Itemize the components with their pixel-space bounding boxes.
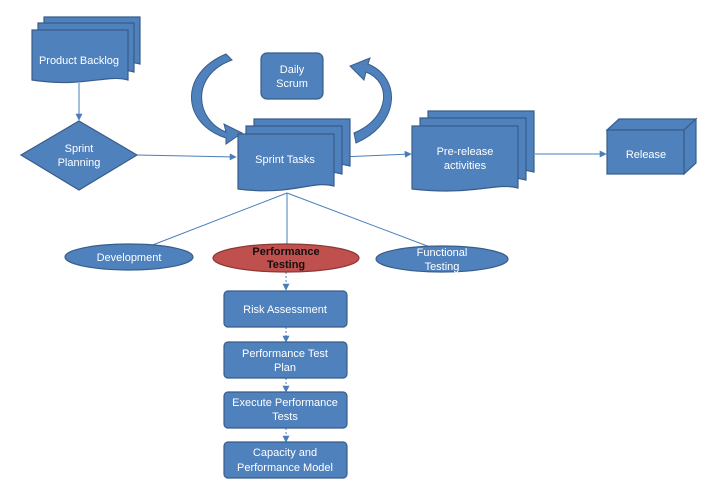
pre-release-label-line1: Pre-release — [437, 146, 494, 158]
capacity-model-label-line1: Capacity and — [253, 447, 317, 459]
risk-assessment-label: Risk Assessment — [243, 304, 327, 316]
daily-scrum-label-line1: Daily — [280, 64, 305, 76]
execute-performance-tests-label-line1: Execute Performance — [232, 397, 338, 409]
performance-testing-label-line2: Testing — [267, 259, 305, 271]
sprint-tasks-node: Sprint Tasks — [237, 118, 351, 192]
performance-testing-label-line1: Performance — [252, 246, 319, 258]
daily-scrum-label-line2: Scrum — [276, 78, 308, 90]
performance-test-plan-node: Performance Test Plan — [223, 341, 348, 379]
execute-performance-tests-label-line2: Tests — [272, 411, 298, 423]
risk-assessment-node: Risk Assessment — [223, 290, 348, 328]
execute-performance-tests-node: Execute Performance Tests — [223, 391, 348, 429]
edge-tasks-to-prerelease — [339, 150, 412, 158]
product-backlog-node: Product Backlog — [31, 16, 141, 84]
edge-tasks-to-development — [149, 192, 288, 247]
daily-scrum-node: Daily Scrum — [260, 52, 324, 100]
capacity-model-label-line2: Performance Model — [237, 462, 333, 474]
pre-release-label-line2: activities — [444, 160, 487, 172]
sprint-planning-label-line1: Sprint — [65, 143, 94, 155]
edge-tasks-to-functional — [286, 192, 431, 248]
development-node: Development — [64, 243, 194, 271]
sprint-tasks-label: Sprint Tasks — [255, 154, 315, 166]
product-backlog-label: Product Backlog — [39, 55, 119, 67]
performance-test-plan-label-line2: Plan — [274, 362, 296, 374]
development-label: Development — [97, 252, 162, 264]
sprint-planning-label-line2: Planning — [58, 157, 101, 169]
edge-planning-to-tasks — [136, 153, 237, 161]
capacity-performance-model-node: Capacity and Performance Model — [223, 441, 348, 479]
iteration-arrow-left — [191, 53, 243, 145]
sprint-planning-node: Sprint Planning — [19, 120, 139, 191]
performance-test-plan-label-line1: Performance Test — [242, 348, 328, 360]
performance-testing-node: Performance Testing — [212, 243, 360, 273]
functional-testing-label-line2: Testing — [425, 261, 460, 273]
iteration-arrow-right — [349, 57, 392, 144]
functional-testing-node: Functional Testing — [375, 245, 509, 273]
release-node: Release — [605, 117, 698, 176]
connectors — [75, 83, 607, 443]
functional-testing-label-line1: Functional — [417, 247, 468, 259]
pre-release-node: Pre-release activities — [411, 110, 535, 192]
release-label: Release — [626, 149, 666, 161]
